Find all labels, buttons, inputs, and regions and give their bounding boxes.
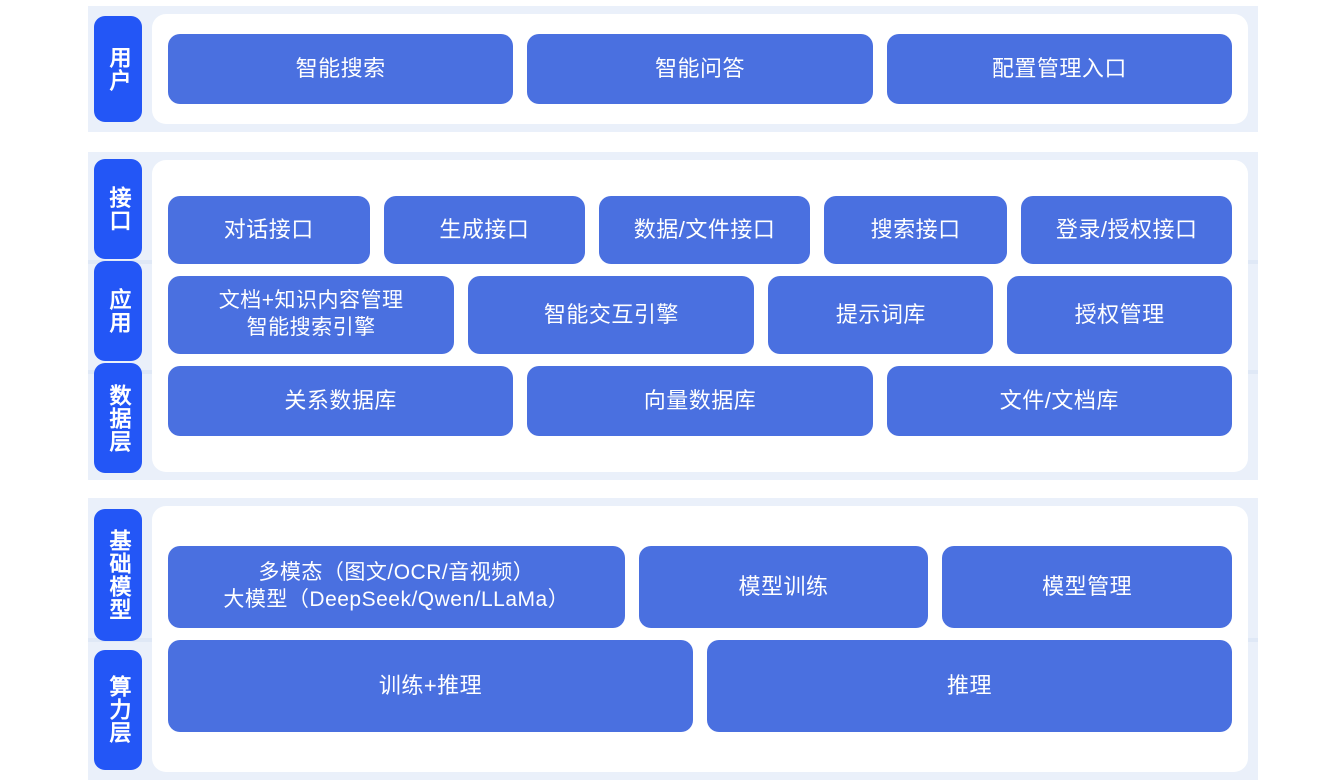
row-data-stores: 关系数据库 向量数据库 文件/文档库 <box>168 366 1232 436</box>
layer-label-foundation-model: 基础模型 <box>94 508 142 641</box>
label-column-application: 接口 应用 数据层 <box>88 152 148 480</box>
panel-infrastructure: 多模态（图文/OCR/音视频） 大模型（DeepSeek/Qwen/LLaMa）… <box>152 506 1248 772</box>
layer-label-data: 数据层 <box>94 363 142 473</box>
box-vector-database[interactable]: 向量数据库 <box>527 366 873 436</box>
box-authorization-management[interactable]: 授权管理 <box>1007 276 1232 354</box>
box-login-auth-api[interactable]: 登录/授权接口 <box>1021 196 1232 264</box>
layer-label-application: 应用 <box>94 261 142 361</box>
row-application-services: 文档+知识内容管理 智能搜索引擎 智能交互引擎 提示词库 授权管理 <box>168 276 1232 354</box>
layer-label-compute: 算力层 <box>94 649 142 770</box>
row-user-entry: 智能搜索 智能问答 配置管理入口 <box>168 34 1232 104</box>
box-relational-database[interactable]: 关系数据库 <box>168 366 514 436</box>
box-training-and-inference[interactable]: 训练+推理 <box>168 640 693 732</box>
row-api: 对话接口 生成接口 数据/文件接口 搜索接口 登录/授权接口 <box>168 196 1232 264</box>
box-inference[interactable]: 推理 <box>707 640 1232 732</box>
row-compute: 训练+推理 推理 <box>168 640 1232 732</box>
box-intelligent-interaction-engine[interactable]: 智能交互引擎 <box>468 276 755 354</box>
panel-users: 智能搜索 智能问答 配置管理入口 <box>152 14 1248 124</box>
box-smart-qa[interactable]: 智能问答 <box>527 34 873 104</box>
label-column-users: 用户 <box>88 6 148 132</box>
box-search-api[interactable]: 搜索接口 <box>823 196 1008 264</box>
box-file-document-store[interactable]: 文件/文档库 <box>886 366 1232 436</box>
box-prompt-library[interactable]: 提示词库 <box>768 276 994 354</box>
box-model-training[interactable]: 模型训练 <box>638 546 929 628</box>
row-models: 多模态（图文/OCR/音视频） 大模型（DeepSeek/Qwen/LLaMa）… <box>168 546 1232 628</box>
section-application: 接口 应用 数据层 对话接口 生成接口 数据/文件接口 搜索接口 登录/授权接口… <box>88 152 1258 480</box>
box-multimodal-large-model[interactable]: 多模态（图文/OCR/音视频） 大模型（DeepSeek/Qwen/LLaMa） <box>168 546 625 628</box>
box-smart-search[interactable]: 智能搜索 <box>168 34 514 104</box>
section-infrastructure: 基础模型 算力层 多模态（图文/OCR/音视频） 大模型（DeepSeek/Qw… <box>88 498 1258 780</box>
box-config-management-entry[interactable]: 配置管理入口 <box>886 34 1232 104</box>
layer-label-interface: 接口 <box>94 159 142 259</box>
box-data-file-api[interactable]: 数据/文件接口 <box>599 196 810 264</box>
panel-application: 对话接口 生成接口 数据/文件接口 搜索接口 登录/授权接口 文档+知识内容管理… <box>152 160 1248 472</box>
layer-label-user: 用户 <box>94 16 142 122</box>
box-generation-api[interactable]: 生成接口 <box>383 196 586 264</box>
box-model-management[interactable]: 模型管理 <box>942 546 1232 628</box>
label-column-infrastructure: 基础模型 算力层 <box>88 498 148 780</box>
box-dialog-api[interactable]: 对话接口 <box>168 196 370 264</box>
section-users: 用户 智能搜索 智能问答 配置管理入口 <box>88 6 1258 132</box>
box-document-knowledge-management[interactable]: 文档+知识内容管理 智能搜索引擎 <box>168 276 455 354</box>
